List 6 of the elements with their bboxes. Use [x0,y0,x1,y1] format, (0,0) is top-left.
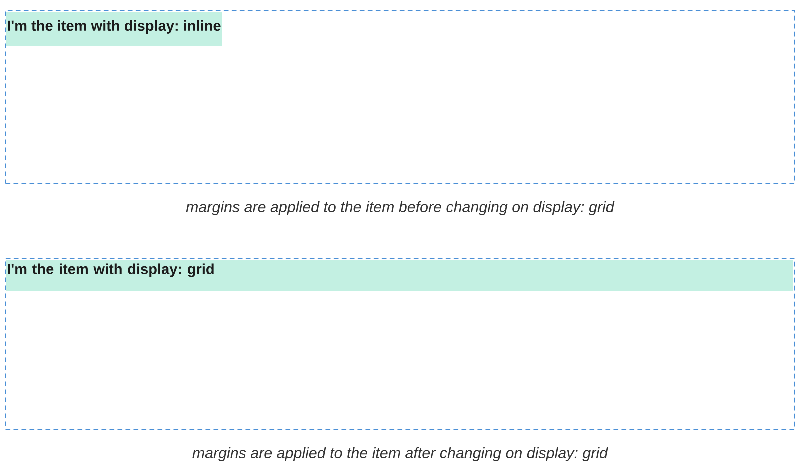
item-box: I'm the item with display: inline [6,12,222,46]
box-label: margins are applied to the item after changing on display: grid [192,447,608,462]
dashed-box [5,10,796,184]
dashed-box [5,258,796,430]
item-box: I'm the item with display: grid [6,260,794,292]
box-label: margins are applied to the item before changing on display: grid [186,201,615,216]
